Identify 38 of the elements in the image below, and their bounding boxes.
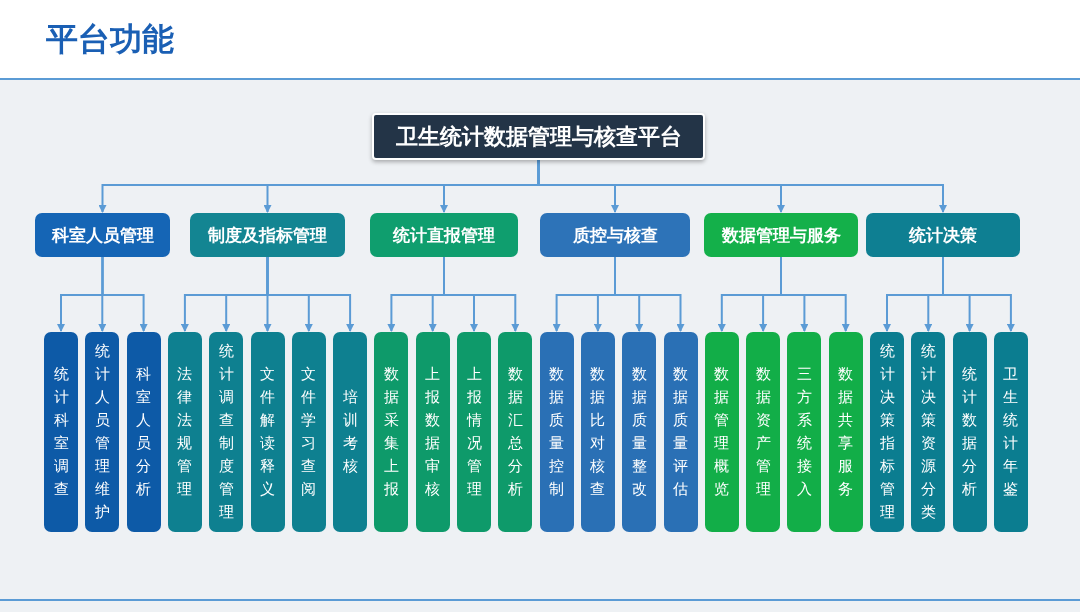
function-box: 统计人员管理维护 [85, 332, 120, 532]
function-box: 文件学习查阅 [291, 332, 326, 532]
platform-box: 卫生统计数据管理与核查平台 [372, 113, 705, 160]
module-box: 科室人员管理 [35, 213, 170, 257]
function-box: 法律法规管理 [167, 332, 202, 532]
connector-arrow [101, 256, 148, 332]
function-box: 统计调查制度管理 [209, 332, 244, 532]
connector-arrow [780, 256, 850, 332]
function-box: 数据比对核查 [580, 332, 615, 532]
connector-arrow [443, 256, 520, 332]
function-box: 培训考核 [333, 332, 368, 532]
function-box: 数据质量控制 [539, 332, 574, 532]
function-box: 卫生统计年鉴 [993, 332, 1028, 532]
function-box: 统计决策指标管理 [870, 332, 904, 532]
function-box: 统计科室调查 [44, 332, 78, 532]
function-box: 上报情况管理 [457, 332, 491, 532]
function-box: 数据质量评估 [663, 332, 698, 532]
module-box: 质控与核查 [540, 213, 690, 257]
connector-arrow [266, 256, 355, 332]
function-box: 科室人员分析 [126, 332, 161, 532]
module-box: 统计直报管理 [370, 213, 518, 257]
module-box: 数据管理与服务 [704, 213, 858, 257]
connector-arrow [942, 256, 1015, 332]
function-box: 上报数据审核 [415, 332, 450, 532]
function-box: 数据管理概览 [704, 332, 739, 532]
module-box: 统计决策 [866, 213, 1020, 257]
page-title: 平台功能 [46, 19, 174, 60]
function-box: 数据采集上报 [374, 332, 409, 532]
function-box: 统计数据分析 [952, 332, 987, 532]
connector-arrow [614, 256, 685, 332]
function-box: 数据资产管理 [746, 332, 781, 532]
module-box: 制度及指标管理 [190, 213, 345, 257]
function-box: 文件解读释义 [250, 332, 285, 532]
function-box: 三方系统接入 [787, 332, 822, 532]
function-box: 统计决策资源分类 [911, 332, 946, 532]
function-box: 数据共享服务 [828, 332, 863, 532]
function-box: 数据质量整改 [622, 332, 657, 532]
function-box: 数据汇总分析 [498, 332, 533, 532]
